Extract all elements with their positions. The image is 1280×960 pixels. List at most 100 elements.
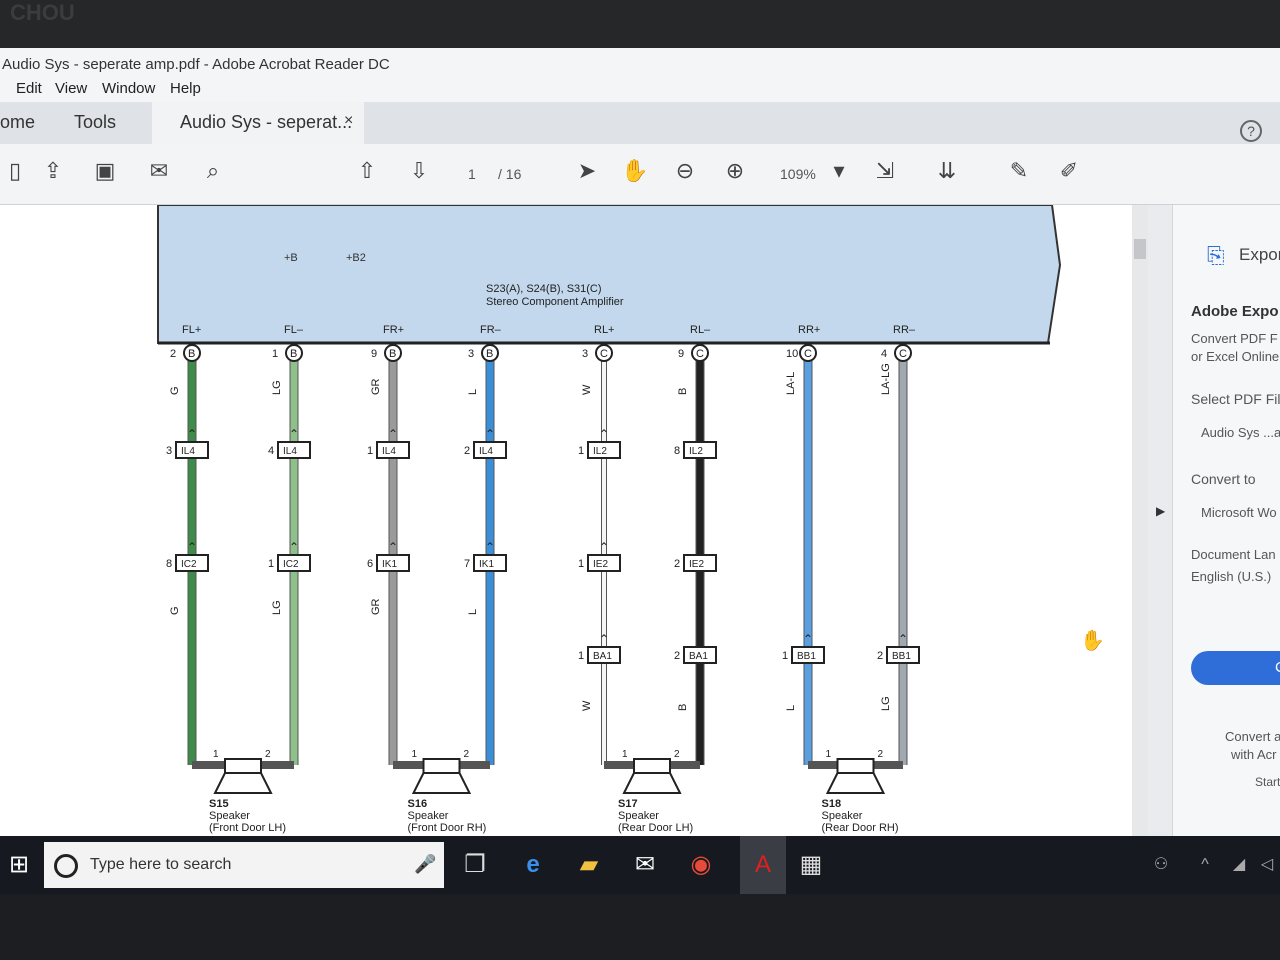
junction1-id-4: IL2 [593,446,607,457]
scrollbar-thumb[interactable] [1134,239,1146,259]
taskbar-search[interactable]: Type here to search 🎤 [44,842,444,888]
speaker-cone-0 [213,772,273,794]
tab-bar: ome Tools Audio Sys - seperat... × [0,102,1280,144]
wire-code-lower-1: LG [271,600,283,615]
microphone-icon[interactable]: 🎤 [414,854,437,874]
junction3-id-3: BB1 [892,651,911,662]
wire-code-upper-4: W [581,384,593,395]
scroll-mode-icon[interactable]: ⇊ [937,158,957,183]
edge-icon[interactable]: e [526,851,540,878]
junction2-id-5: IE2 [689,559,704,570]
panel-toggle-icon[interactable]: ▶ [1156,504,1166,518]
junction1-id-0: IL4 [181,446,195,457]
file-explorer-icon[interactable]: ▰ [579,851,599,878]
chevron-down-icon[interactable]: ▾ [833,158,845,183]
acrobat-icon[interactable]: A [740,836,786,894]
speaker-pin1-0: 1 [213,749,219,760]
calculator-icon[interactable]: ▦ [799,851,823,878]
terminal-name-5: RL– [690,324,711,336]
task-view-icon[interactable]: ❐ [464,851,486,878]
terminal-pin-4: 3 [582,348,588,360]
hand-tool-icon[interactable]: ✋ [621,158,649,183]
terminal-node-3 [481,344,499,362]
junction1-pin-3: 2 [464,445,470,457]
comment-icon[interactable]: ✎ [1009,158,1029,183]
email-icon[interactable]: ✉ [149,158,169,183]
terminal-pin-5: 9 [678,348,684,360]
chrome-icon[interactable]: ◉ [690,851,712,878]
help-icon[interactable]: ? [1240,120,1262,142]
junction1-box-0 [175,441,209,459]
zoom-out-icon[interactable]: ⊖ [675,158,695,183]
junction2-arrow-5: ⌃ [695,540,705,554]
windows-start-icon[interactable]: ⊞ [8,851,30,878]
page-number-input[interactable]: 1 [468,166,476,182]
terminal-name-6: RR+ [798,324,820,336]
junction2-box-5 [683,554,717,572]
convert-button[interactable]: Co [1191,651,1280,685]
close-tab-icon[interactable]: × [344,112,354,129]
page-total: / 16 [498,166,522,182]
print-icon[interactable]: ▣ [94,158,116,183]
junction3-arrow-2: ⌃ [803,632,813,646]
junction1-arrow-3: ⌃ [485,427,495,441]
page-fit-icon[interactable]: ⇲ [875,158,895,183]
cloud-upload-icon[interactable]: ⇪ [43,158,63,183]
amplifier-id: S23(A), S24(B), S31(C) [486,283,602,295]
wire-code-upper-3: L [467,389,479,395]
menu-edit[interactable]: Edit [16,80,42,97]
junction3-pin-1: 2 [674,650,680,662]
prev-page-icon[interactable]: ⇧ [357,158,377,183]
junction1-box-5 [683,441,717,459]
zoom-level-select[interactable]: 109% [780,166,816,182]
junction3-pin-2: 1 [782,650,788,662]
junction1-arrow-0: ⌃ [187,427,197,441]
people-icon[interactable]: ⚇ [1153,856,1169,873]
panel-desc-2: or Excel Online [1191,349,1280,364]
speaker-pin2-3: 2 [878,749,884,760]
panel-desc-1: Convert PDF F [1191,331,1278,346]
doc-lang-value[interactable]: English (U.S.) [1191,569,1272,584]
tray-chevron-icon[interactable]: ^ [1201,856,1209,873]
monitor-brand: CHOU [10,0,75,25]
menu-window[interactable]: Window [102,80,156,97]
tab-tools[interactable]: Tools [74,112,117,132]
terminal-conn-0: B [188,348,195,360]
terminal-node-5 [691,344,709,362]
start-link[interactable]: Start [1255,775,1280,789]
selected-file[interactable]: Audio Sys ...a [1201,425,1280,440]
search-icon[interactable]: ⌕ [206,158,220,183]
junction3-pin-0: 1 [578,650,584,662]
volume-icon[interactable]: ◁ [1260,856,1274,873]
export-pdf-icon[interactable]: ⎘ [1207,243,1225,268]
terminal-pin-7: 4 [881,348,887,360]
title-bar: Audio Sys - seperate amp.pdf - Adobe Acr… [0,48,1280,78]
wire-code-upper-2: GR [370,378,382,395]
next-page-icon[interactable]: ⇩ [409,158,429,183]
junction1-pin-2: 1 [367,445,373,457]
speaker-pin1-3: 1 [826,749,832,760]
menu-help[interactable]: Help [170,80,201,97]
save-icon[interactable]: ▯ [8,158,22,183]
network-icon[interactable]: ◢ [1232,856,1246,873]
mail-icon[interactable]: ✉ [634,851,656,878]
export-title[interactable]: Expor [1239,245,1280,264]
junction3-box-0 [587,646,621,664]
speaker-cone-3 [825,772,886,794]
select-cursor-icon[interactable]: ➤ [577,158,597,183]
tab-document[interactable]: Audio Sys - seperat... × [152,102,364,144]
scrollbar[interactable] [1132,205,1148,845]
tab-document-label: Audio Sys - seperat... [180,112,353,132]
wire-code-lower-7: LG [880,696,892,711]
junction2-pin-1: 1 [268,558,274,570]
pen-icon[interactable]: ✐ [1059,158,1079,183]
junction2-arrow-1: ⌃ [289,540,299,554]
convert-to-label: Convert to [1191,471,1256,487]
format-select[interactable]: Microsoft Wo [1201,505,1277,520]
tab-home[interactable]: ome [0,112,36,132]
junction1-id-2: IL4 [382,446,396,457]
zoom-in-icon[interactable]: ⊕ [725,158,745,183]
speaker-body-1 [422,758,461,774]
menu-view[interactable]: View [55,80,88,97]
